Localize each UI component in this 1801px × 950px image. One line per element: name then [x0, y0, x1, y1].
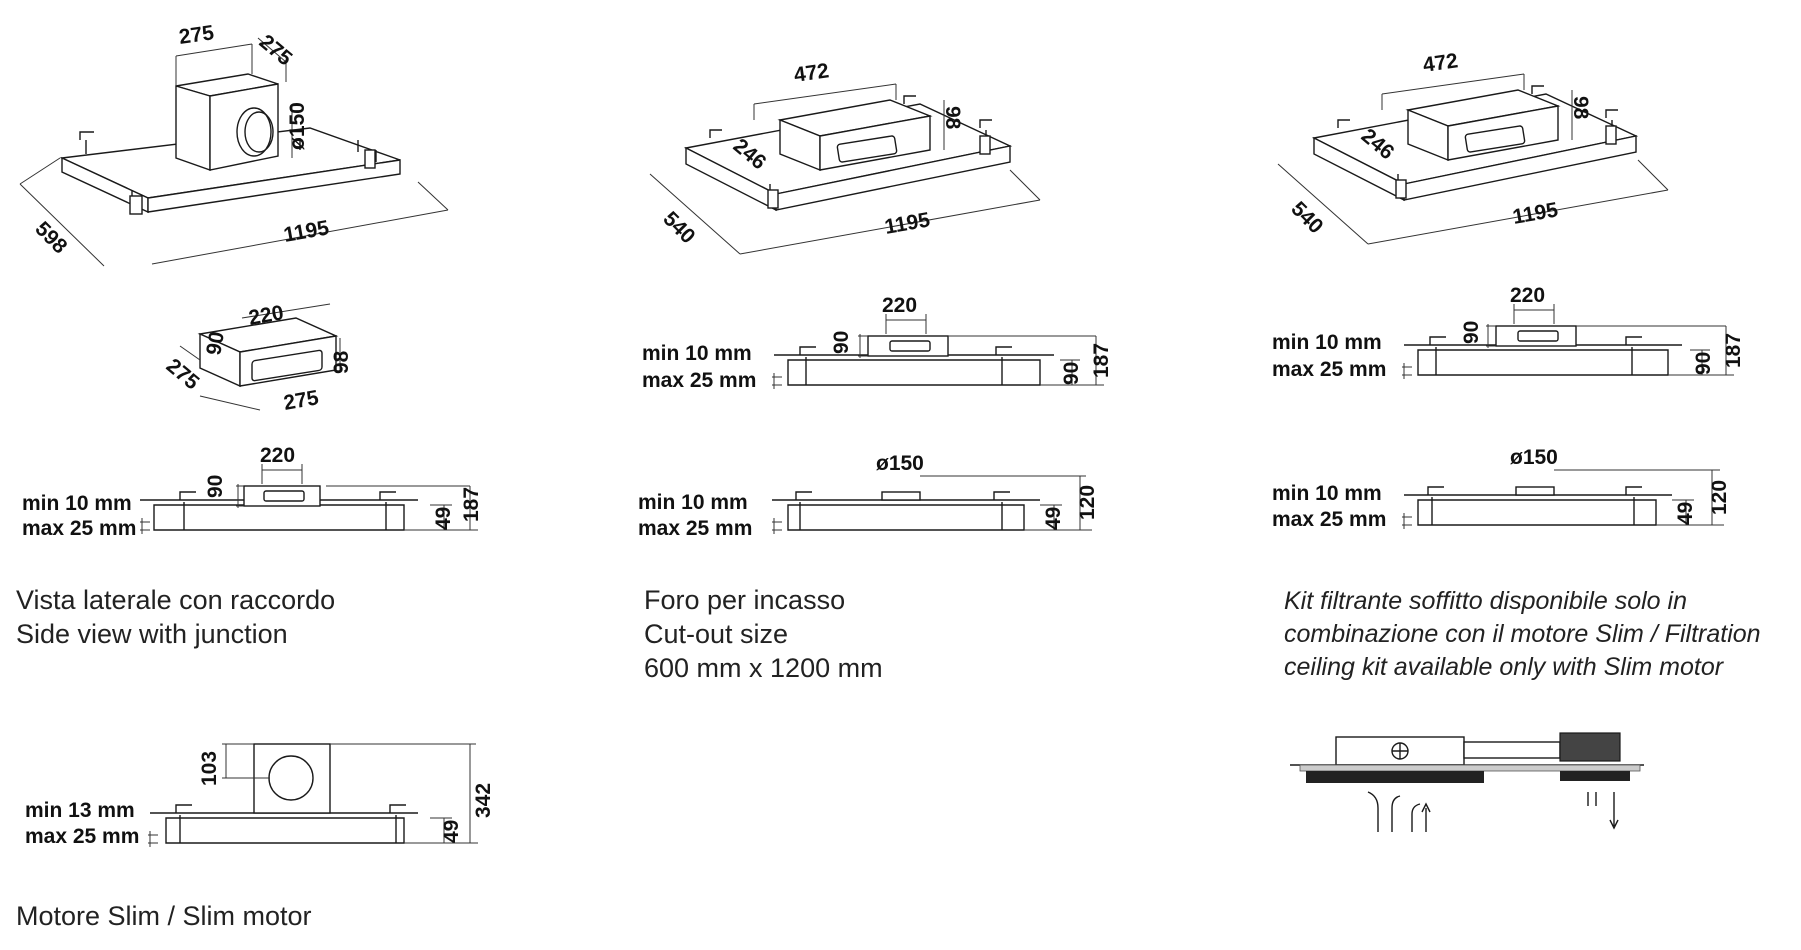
c2s1-90b: 90	[1060, 362, 1083, 385]
caption-col1-line2: Side view with junction	[16, 619, 288, 649]
side-view-junction	[140, 464, 478, 534]
filter-panel	[1560, 771, 1630, 781]
c2-540: 540	[658, 207, 699, 248]
c2s1-90: 90	[830, 331, 853, 354]
c2-side-view-2	[772, 475, 1092, 534]
c2-472: 472	[792, 59, 830, 87]
filtration-schematic	[1290, 732, 1644, 832]
side1-min: min 10 mm	[22, 492, 132, 515]
iso-cutout	[649, 83, 1041, 255]
side1-220: 220	[260, 444, 295, 467]
c3s1-min: min 10 mm	[1272, 331, 1382, 354]
caption-col3-line1: Kit filtrante soffitto disponibile solo …	[1284, 587, 1687, 615]
c3s2-120: 120	[1708, 480, 1731, 515]
c3s1-220: 220	[1510, 284, 1545, 307]
c3s1-max: max 25 mm	[1272, 358, 1386, 381]
side-view-motor	[148, 743, 478, 847]
c2s1-220: 220	[882, 294, 917, 317]
c2s2-120: 120	[1076, 485, 1099, 520]
c3-side-view-2	[1402, 469, 1724, 529]
dim-598: 598	[30, 217, 71, 258]
hood-panel	[1306, 771, 1484, 783]
caption-col2-line1: Foro per incasso	[644, 585, 846, 615]
side1-49: 49	[432, 507, 455, 530]
c3s2-min: min 10 mm	[1272, 482, 1382, 505]
motor-min: min 13 mm	[25, 799, 135, 822]
caption-col1: Vista laterale con raccordo Side view wi…	[16, 583, 335, 651]
dim-o150: ø150	[286, 102, 309, 150]
c3s2-o150: ø150	[1510, 446, 1558, 469]
c3-1195: 1195	[1511, 198, 1560, 229]
dim-1195-a: 1195	[282, 216, 331, 247]
c2s2-o150: ø150	[876, 452, 924, 475]
c2s2-min: min 10 mm	[638, 491, 748, 514]
caption-col3-line2: combinazione con il motore Slim / Filtra…	[1284, 620, 1761, 648]
caption-col3-line3: ceiling kit available only with Slim mot…	[1284, 653, 1724, 681]
c3-540: 540	[1286, 197, 1327, 238]
motor-49: 49	[440, 820, 463, 843]
filter-cartridge-icon	[1559, 732, 1621, 762]
c3-472: 472	[1421, 49, 1459, 77]
dim-275-j2: 275	[282, 386, 321, 415]
iso-junction	[179, 303, 341, 411]
c2-1195: 1195	[883, 208, 932, 239]
caption-motor: Motore Slim / Slim motor	[16, 901, 312, 931]
side1-90: 90	[204, 475, 227, 498]
c2-98: 98	[941, 106, 964, 130]
c3-98: 98	[1569, 96, 1592, 120]
dim-98-j: 98	[330, 350, 353, 374]
iso-filter-kit	[1277, 73, 1669, 245]
c2-side-view-1	[772, 314, 1104, 389]
motor-103: 103	[198, 751, 221, 786]
motor-342: 342	[472, 783, 495, 818]
side1-max: max 25 mm	[22, 517, 136, 540]
c3s1-90: 90	[1460, 321, 1483, 344]
dim-275-b: 275	[255, 30, 297, 70]
c2s2-max: max 25 mm	[638, 517, 752, 540]
c3-side-view-1	[1402, 304, 1734, 379]
side1-187: 187	[460, 487, 483, 522]
c2s1-min: min 10 mm	[642, 342, 752, 365]
c3s2-49: 49	[1674, 502, 1697, 525]
motor-max: max 25 mm	[25, 825, 139, 848]
c3s2-max: max 25 mm	[1272, 508, 1386, 531]
dim-90-j: 90	[202, 330, 229, 357]
c2s2-49: 49	[1042, 507, 1065, 530]
c3s1-187: 187	[1722, 333, 1745, 368]
dim-275-j1: 275	[162, 354, 204, 394]
c3s1-90b: 90	[1692, 352, 1715, 375]
caption-col2: Foro per incasso Cut-out size 600 mm x 1…	[644, 583, 883, 685]
caption-col1-line1: Vista laterale con raccordo	[16, 585, 336, 615]
c2s1-max: max 25 mm	[642, 369, 756, 392]
c2s1-187: 187	[1090, 343, 1113, 378]
iso-hood-with-motor	[19, 37, 449, 267]
dim-275-a: 275	[177, 21, 215, 49]
caption-col3: Kit filtrante soffitto disponibile solo …	[1284, 585, 1761, 684]
caption-col2-line3: 600 mm x 1200 mm	[644, 653, 883, 683]
caption-col2-line2: Cut-out size	[644, 619, 789, 649]
